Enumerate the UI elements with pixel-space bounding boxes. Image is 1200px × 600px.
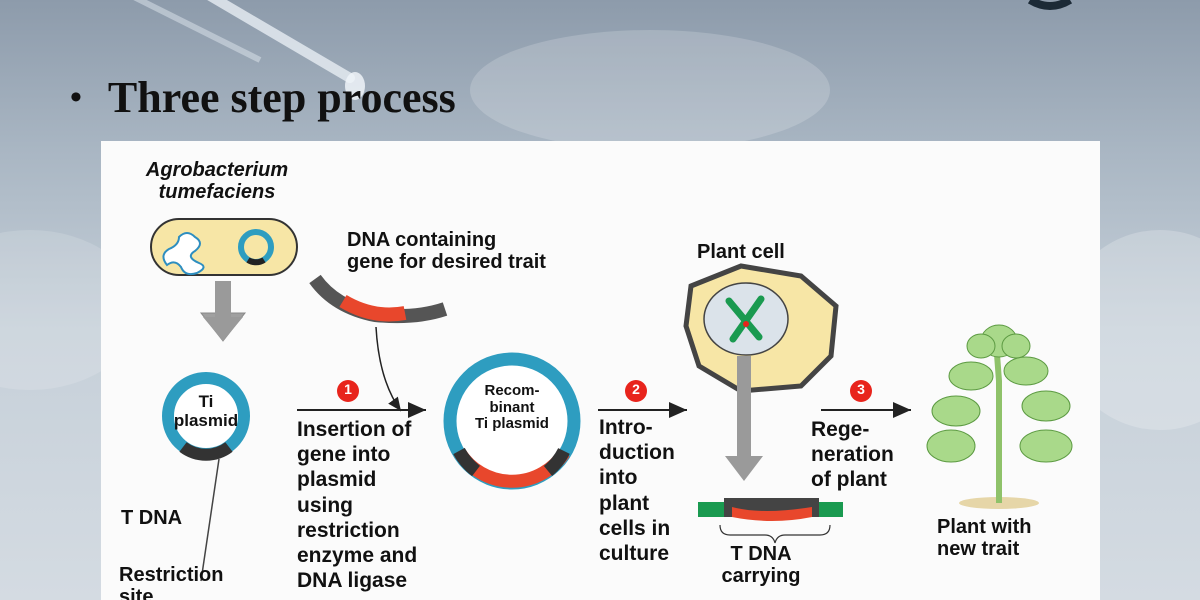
recombinant-plasmid-label: Recom- binant Ti plasmid [475, 382, 549, 432]
plant-cell [683, 263, 839, 394]
bullet-point: • Three step process [70, 72, 456, 123]
step1-badge [337, 380, 359, 402]
grey-arrow-shape [203, 281, 243, 341]
cell-to-tdna-arrow [725, 356, 763, 481]
diagram-graphics [150, 218, 1073, 582]
transformation-diagram: Agrobacterium tumefaciens DNA containing… [101, 141, 1100, 600]
plant-new-trait-label: Plant with new trait [937, 516, 1032, 560]
bullet-text: Three step process [107, 73, 456, 122]
step1-description: Insertion of gene into plasmid using res… [297, 418, 418, 593]
background-glass-highlight [470, 30, 830, 150]
ti-plasmid [162, 372, 250, 461]
dna-label: DNA containing gene for desired trait [347, 229, 546, 273]
regenerated-plant [926, 324, 1073, 509]
t-dna-label: T DNA [121, 507, 183, 529]
recombinant-ti-plasmid [443, 352, 581, 490]
agrobacterium-label: Agrobacterium tumefaciens [145, 159, 289, 203]
restriction-site-label: Restriction site [119, 564, 224, 600]
dna-fragment [309, 274, 448, 324]
dna-insertion-arrow [375, 326, 402, 412]
step1-number: 1 [344, 381, 352, 397]
step3-description: Rege- neration of plant [811, 418, 894, 492]
step2-badge [625, 380, 647, 402]
agrobacterium-cell [150, 218, 298, 276]
step3-badge [850, 380, 872, 402]
ti-plasmid-label: Ti plasmid [173, 392, 239, 430]
bullet-marker: • [70, 78, 82, 116]
plant-cell-label: Plant cell [697, 241, 785, 263]
step2-number: 2 [632, 381, 640, 397]
step2-description: Intro- duction into plant cells in cultu… [599, 416, 675, 565]
t-dna-strip [698, 498, 843, 544]
t-dna-carrying-label: T DNA carrying [721, 543, 801, 587]
step3-number: 3 [857, 381, 865, 397]
restriction-site-pointer [200, 458, 220, 582]
